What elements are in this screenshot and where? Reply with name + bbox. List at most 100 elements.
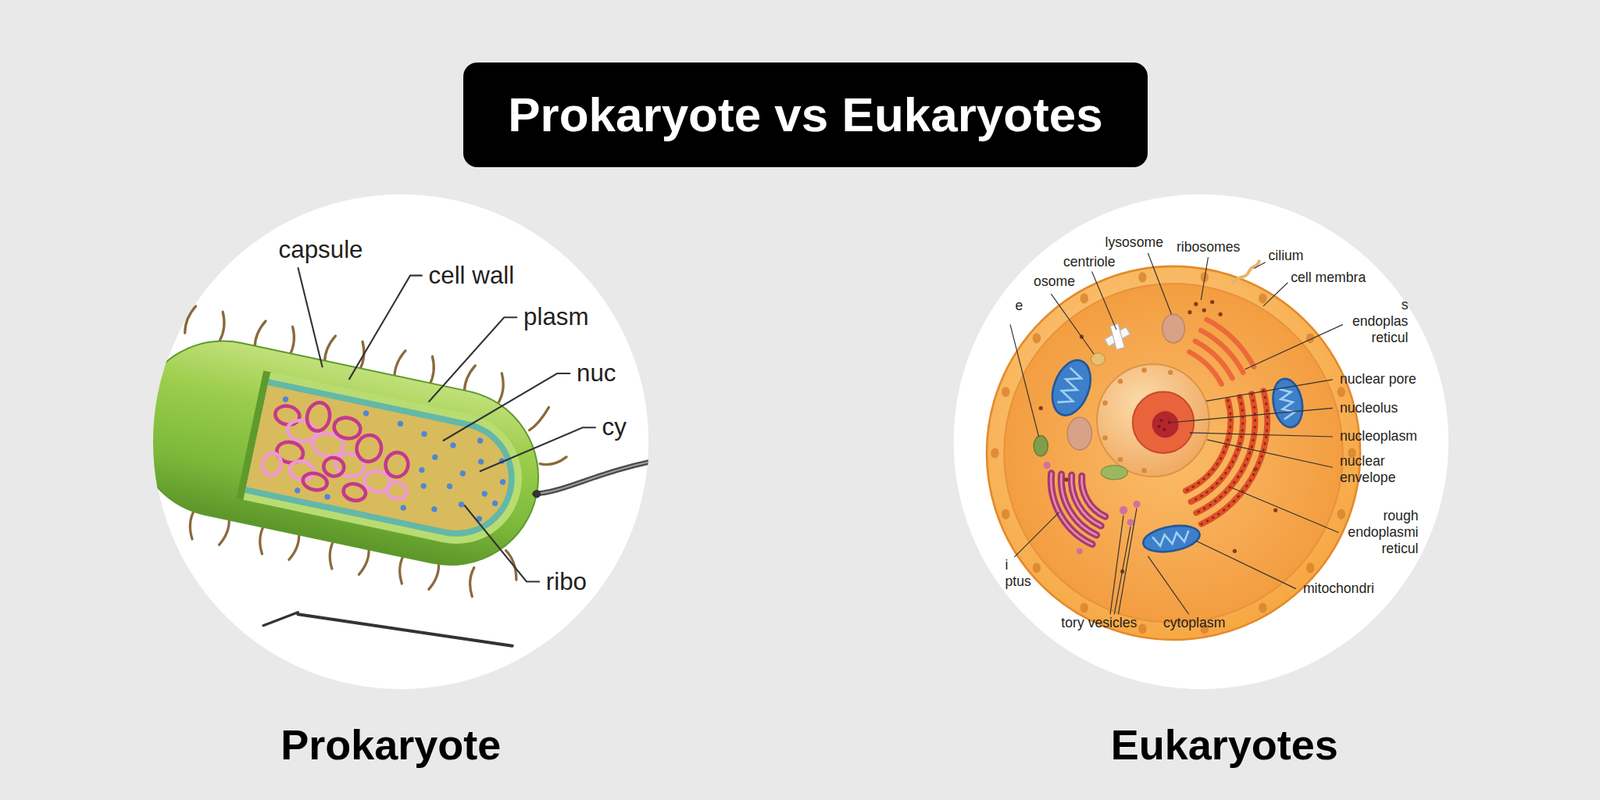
ribosome-dots (1273, 507, 1278, 512)
part-label: capsule (278, 235, 364, 265)
part-label: tory vesicles (1060, 614, 1137, 632)
flagellum (532, 489, 541, 498)
nucleoid (301, 471, 329, 493)
cytoplasm-layer (246, 385, 518, 540)
vesicles (1127, 518, 1135, 526)
label-wrap: s endoplas reticul (1352, 296, 1409, 347)
mitochondrion (1045, 354, 1098, 421)
smooth-er (1200, 330, 1243, 373)
part-label: centriole (1063, 253, 1116, 271)
caption-wrap: Prokaryote (142, 719, 640, 771)
label-wrap: cell membra (1290, 269, 1366, 286)
nucleoid (273, 403, 302, 428)
part-label: cell wall (428, 260, 515, 291)
ribosome-dots (1253, 467, 1258, 472)
golgi (1050, 473, 1093, 545)
ribosome-dots (1210, 300, 1215, 304)
membrane-dimples (1001, 509, 1010, 520)
part-label: ribosomes (1176, 239, 1240, 256)
label-wrap: nuclear pore (1339, 371, 1417, 388)
smooth-er (1206, 319, 1254, 368)
ribosome-dots (264, 392, 515, 536)
golgi (1082, 475, 1106, 517)
label-wrap: nucleoplasm (1339, 428, 1418, 445)
nucleus (1102, 400, 1108, 407)
part-label: osome (1033, 273, 1075, 290)
part-label: i ptus (1005, 557, 1032, 590)
ribosome-dots (1218, 312, 1223, 317)
leader-line (1118, 507, 1138, 615)
label-wrap: e (1015, 297, 1024, 315)
cell-caption: Prokaryote (142, 719, 640, 771)
nucleus (1152, 410, 1179, 438)
ribosome-dots (459, 470, 467, 478)
ribosome-dots (1193, 302, 1198, 307)
leader-line (1196, 540, 1297, 589)
ribosome-dots (396, 420, 404, 428)
ribosome-dots (420, 482, 428, 490)
nucleus (1157, 418, 1172, 432)
circle-frame (953, 194, 1449, 690)
part-label: lysosome (1105, 234, 1164, 251)
label-wrap: osome (1033, 273, 1075, 290)
nucleoid (304, 400, 333, 434)
nucleoid (385, 480, 409, 501)
leader-line (1014, 512, 1059, 558)
leader-line (1114, 526, 1131, 615)
nucleus (1102, 435, 1108, 441)
nucleoid (353, 432, 384, 465)
leader-line (1206, 379, 1333, 401)
membrane-dimples (1138, 623, 1147, 634)
nucleoid (383, 450, 411, 479)
leader-line (1010, 324, 1040, 437)
label-wrap: cy (602, 412, 627, 443)
label-wrap: capsule (278, 235, 364, 265)
leader-line (1171, 407, 1333, 422)
peroxisome (1090, 353, 1105, 366)
nucleus (1162, 428, 1166, 432)
nucleoid (342, 482, 368, 503)
label-wrap: rough endoplasmi reticul (1347, 507, 1418, 558)
membrane-dimples (1306, 562, 1315, 573)
ribosome-dots (293, 487, 301, 495)
part-label: cy (602, 412, 627, 443)
label-wrap: nucleolus (1339, 400, 1398, 417)
part-label: e (1015, 297, 1024, 315)
ribosome-dots (324, 493, 332, 501)
membrane-dimples (990, 447, 999, 458)
leader-line (1189, 432, 1333, 437)
mitochondrion (1045, 354, 1098, 421)
label-wrap: tory vesicles (1060, 614, 1137, 632)
part-label: cell membra (1290, 269, 1366, 286)
leader-line (1231, 487, 1339, 533)
lysosome (1067, 417, 1092, 450)
nucleoid (260, 451, 283, 478)
leader-line (1050, 293, 1094, 354)
ribosome-dots (421, 430, 429, 438)
label-wrap: i ptus (1005, 557, 1032, 590)
part-label: nucleolus (1339, 400, 1398, 417)
ribosome-dots (418, 466, 426, 474)
pili (149, 502, 161, 532)
circle-frame (153, 193, 650, 690)
cell-circle: Prokaryote (153, 193, 650, 690)
vesicles (1076, 547, 1083, 554)
part-label: rough endoplasmi reticul (1347, 507, 1418, 558)
ribosome-dots (477, 458, 485, 466)
nucleus (1117, 457, 1124, 463)
title-text: Prokaryote vs Eukaryotes (507, 88, 1104, 142)
ribosome-dots (1187, 310, 1192, 315)
ribosome-dots (1202, 307, 1207, 312)
lysosome (1162, 314, 1186, 343)
part-label: cytoplasm (1163, 614, 1225, 632)
ribosome-dots (431, 505, 439, 513)
membrane-dimples (1258, 292, 1267, 304)
label-wrap: cytoplasm (1163, 614, 1225, 632)
ribosome-dots (400, 504, 408, 512)
smooth-er (1189, 319, 1254, 385)
ribosome-dots (362, 410, 370, 418)
part-label: mitochondri (1303, 580, 1375, 597)
ribosome-dots (491, 500, 499, 508)
cell-caption: Eukaryotes (976, 719, 1473, 771)
